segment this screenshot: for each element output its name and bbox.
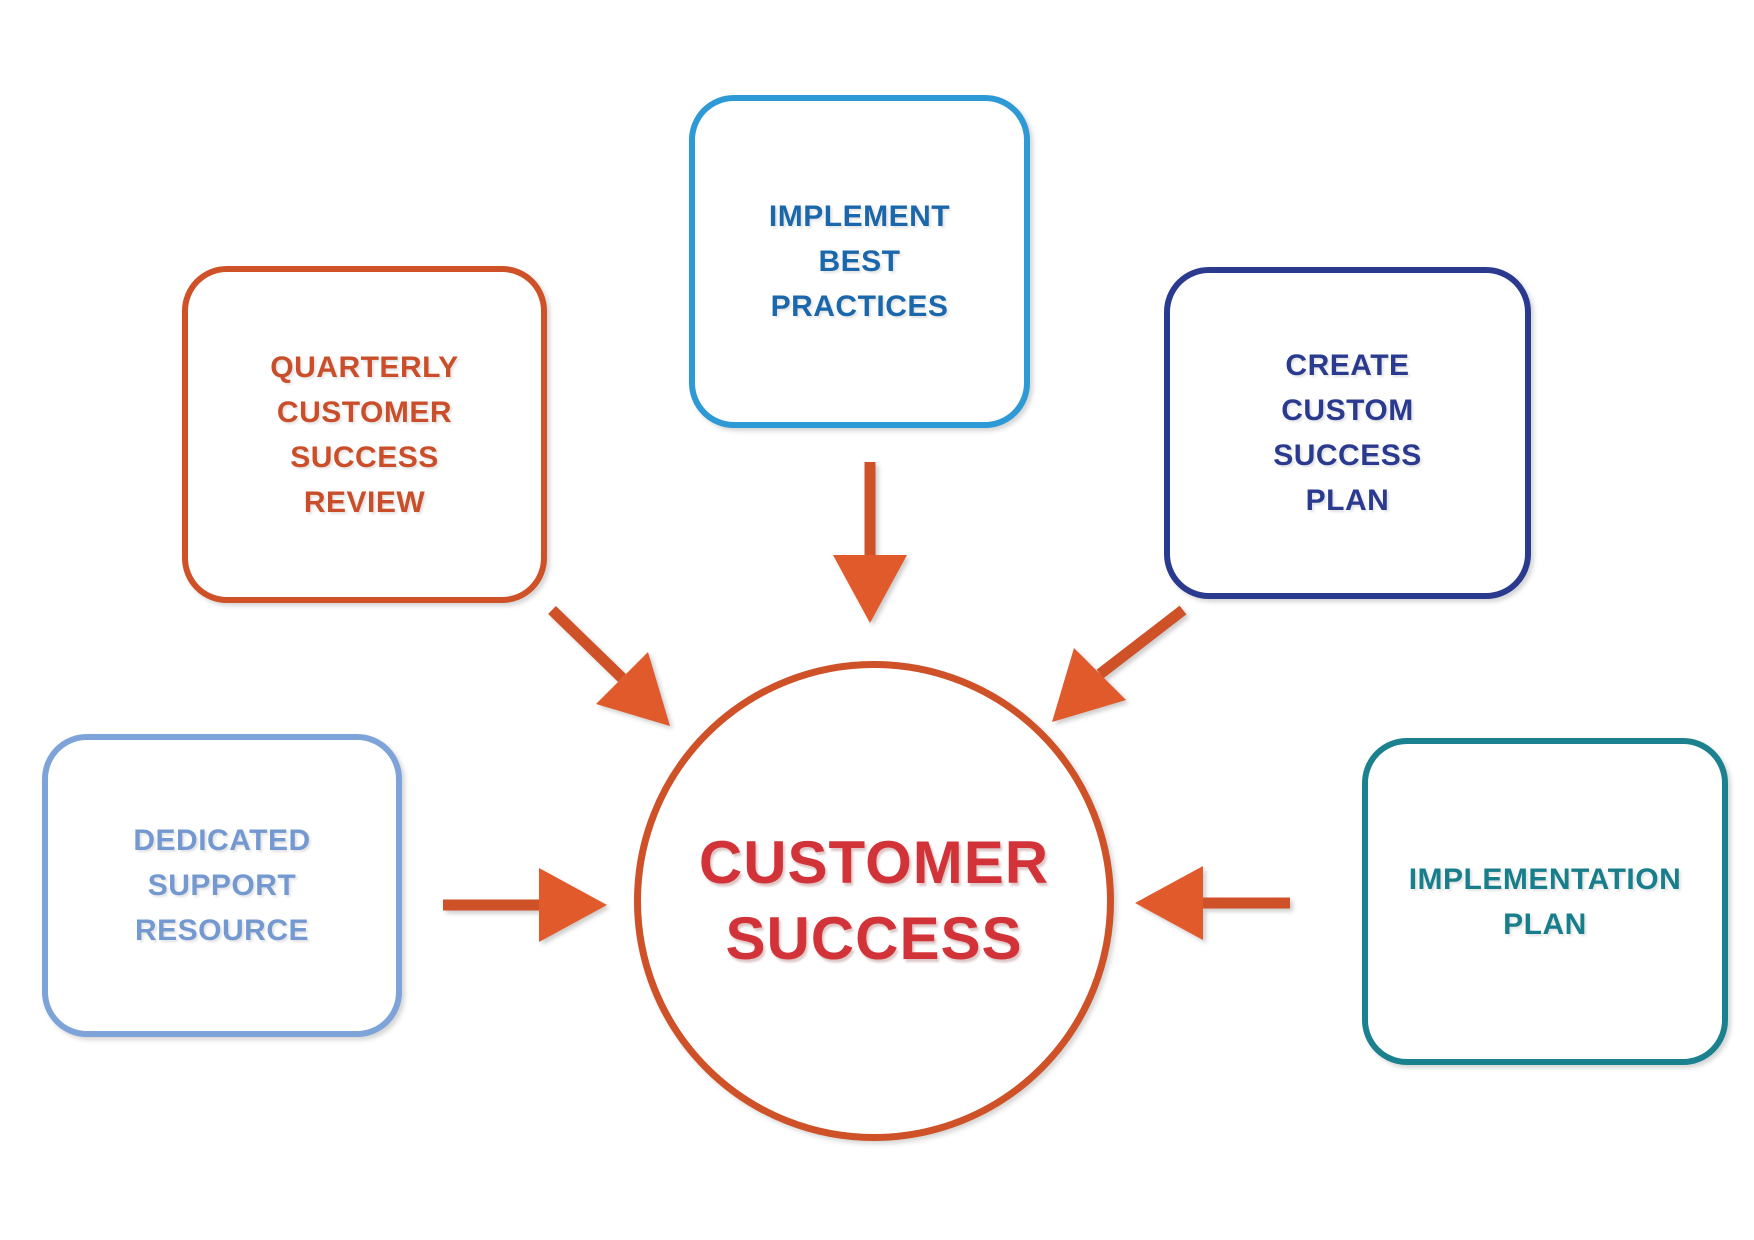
- node-label: CREATE CUSTOM SUCCESS PLAN: [1273, 343, 1422, 523]
- node-label-line: BEST: [818, 245, 901, 278]
- arrowhead-down-icon: [833, 555, 907, 623]
- node-label-line: REVIEW: [303, 485, 426, 519]
- node-implementation-plan: IMPLEMENTATION PLAN: [1362, 738, 1728, 1065]
- node-label-line: IMPLEMENT: [768, 200, 951, 233]
- node-label-line: CUSTOMER: [276, 395, 453, 429]
- node-label-line: SUCCESS: [290, 440, 439, 474]
- node-label-line: CREATE: [1285, 349, 1410, 382]
- node-customer-success-hub: CUSTOMER SUCCESS: [634, 661, 1114, 1141]
- node-dedicated-support-resource: DEDICATED SUPPORT RESOURCE: [42, 734, 402, 1037]
- node-label-line: SUPPORT: [147, 869, 297, 902]
- arrow-implementation-to-center: [1135, 866, 1290, 940]
- arrow-quarterly-to-center: [548, 606, 670, 726]
- arrow-implement-to-center: [833, 462, 907, 623]
- node-label-line: IMPLEMENTATION: [1408, 862, 1682, 896]
- node-label-line: PLAN: [1503, 907, 1587, 941]
- arrowhead-left-icon: [1135, 866, 1203, 940]
- node-label-line: PRACTICES: [770, 290, 949, 323]
- arrow-dedicated-to-center: [443, 868, 607, 942]
- node-label-line: QUARTERLY: [270, 350, 459, 384]
- arrowhead-right-icon: [539, 868, 607, 942]
- node-label-line: CUSTOM: [1281, 394, 1414, 427]
- node-label-line: DEDICATED: [133, 824, 311, 857]
- node-quarterly-customer-success-review: QUARTERLY CUSTOMER SUCCESS REVIEW: [182, 266, 547, 603]
- node-label-line: RESOURCE: [134, 914, 310, 947]
- hub-label-line: CUSTOMER: [698, 829, 1050, 896]
- arrowhead-down-left-icon: [1052, 648, 1126, 722]
- node-label: IMPLEMENT BEST PRACTICES: [769, 194, 950, 329]
- node-create-custom-success-plan: CREATE CUSTOM SUCCESS PLAN: [1164, 267, 1531, 599]
- node-label: IMPLEMENTATION PLAN: [1409, 857, 1682, 947]
- node-label: DEDICATED SUPPORT RESOURCE: [133, 818, 310, 953]
- arrowhead-down-right-icon: [596, 652, 670, 726]
- arrow-create-to-center: [1052, 605, 1187, 722]
- hub-label: CUSTOMER SUCCESS: [699, 825, 1049, 977]
- hub-label-line: SUCCESS: [725, 905, 1023, 972]
- node-implement-best-practices: IMPLEMENT BEST PRACTICES: [689, 95, 1030, 428]
- node-label: QUARTERLY CUSTOMER SUCCESS REVIEW: [270, 345, 458, 525]
- node-label-line: SUCCESS: [1273, 439, 1422, 472]
- node-label-line: PLAN: [1305, 484, 1390, 517]
